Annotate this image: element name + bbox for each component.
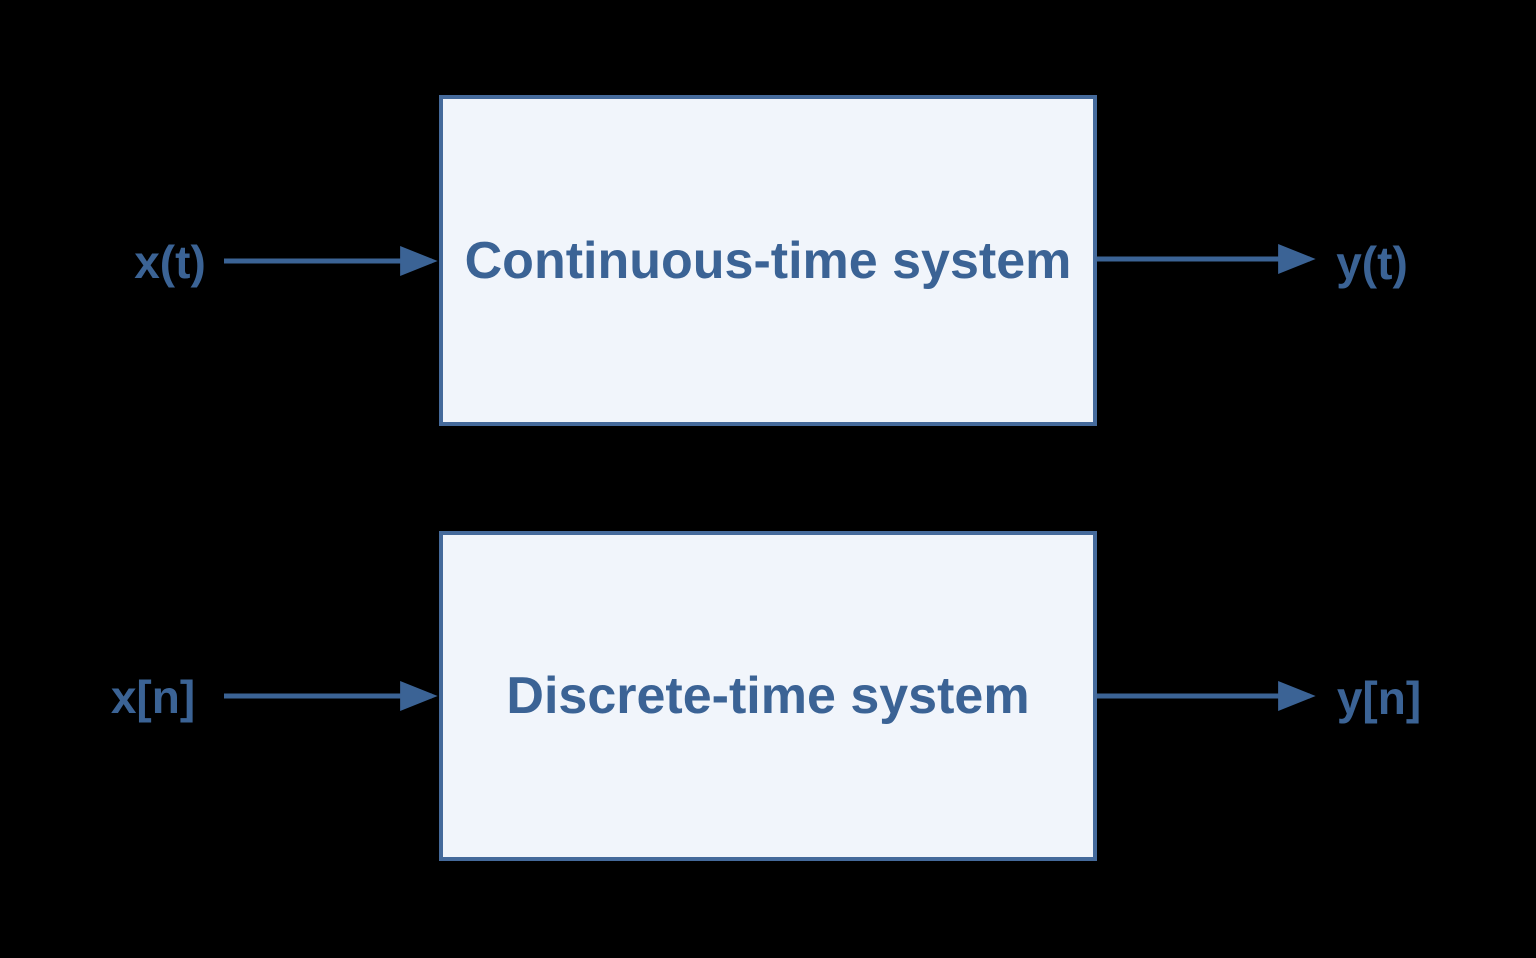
input-signal-label-continuous: x(t) [134,236,206,288]
output-signal-label-continuous: y(t) [1336,237,1408,289]
input-signal-label-discrete: x[n] [110,671,196,723]
discrete-time-system-title: Discrete-time system [506,667,1030,725]
output-signal-label-discrete: y[n] [1336,672,1422,724]
discrete-time-system-box: Discrete-time system [439,531,1097,861]
continuous-time-system-box: Continuous-time system [439,95,1097,426]
continuous-time-system-title: Continuous-time system [464,231,1072,290]
